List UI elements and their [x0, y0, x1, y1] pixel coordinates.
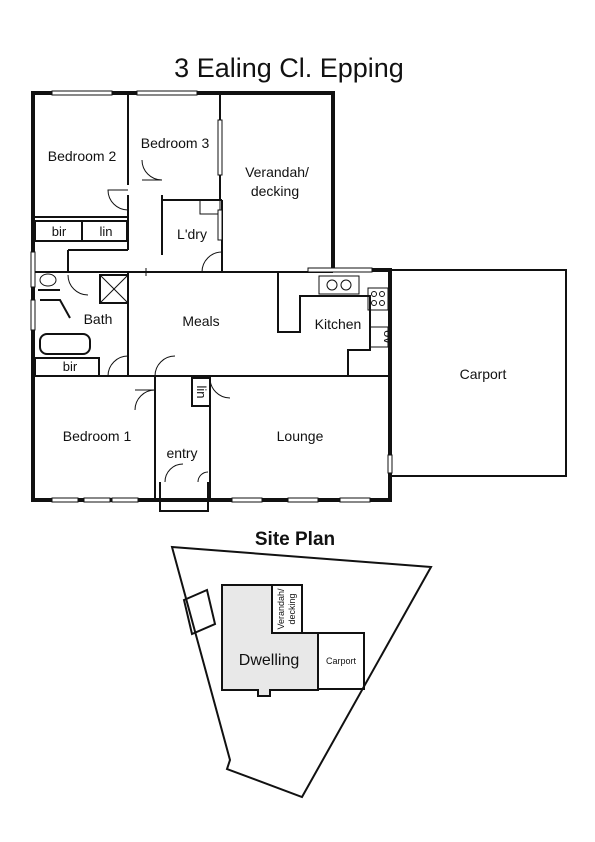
room-label-bir-bottom: bir	[63, 359, 78, 374]
room-label-oven: ov	[381, 330, 396, 344]
site-label-dwelling: Dwelling	[239, 652, 299, 669]
site-lot-boundary	[170, 545, 433, 799]
room-label-bedroom3: Bedroom 3	[141, 135, 210, 151]
site-plan-title: Site Plan	[255, 529, 335, 550]
room-label-kitchen: Kitchen	[315, 316, 362, 332]
hallway-arrow	[145, 268, 162, 276]
room-label-entry: entry	[166, 445, 197, 461]
room-label-bedroom1: Bedroom 1	[63, 428, 132, 444]
site-label-decking: decking	[287, 593, 297, 624]
room-label-carport: Carport	[460, 366, 507, 382]
room-label-verandah: Verandah/	[245, 164, 309, 180]
site-carport	[317, 632, 365, 690]
room-label-lin-bottom: lin	[194, 385, 209, 398]
door-swings	[67, 159, 231, 483]
site-plan: Site Plan Dwelling Carport Verandah/ dec…	[170, 529, 433, 799]
interior-walls	[34, 93, 390, 500]
site-label-carport: Carport	[326, 656, 357, 666]
site-shed	[182, 588, 217, 636]
room-label-meals: Meals	[182, 313, 219, 329]
page-title: 3 Ealing Cl. Epping	[174, 53, 404, 83]
front-porch	[159, 482, 209, 512]
room-label-bedroom2: Bedroom 2	[48, 148, 117, 164]
carport-outline	[389, 269, 567, 477]
room-label-lin-top: lin	[99, 224, 112, 239]
site-label-verandah: Verandah/	[276, 588, 286, 630]
floor-plan: Bedroom 2 Bedroom 3 Verandah/ decking L'…	[30, 90, 567, 512]
site-dwelling	[221, 584, 319, 697]
room-label-decking: decking	[251, 183, 299, 199]
room-label-laundry: L'dry	[177, 226, 207, 242]
windows	[30, 90, 393, 503]
site-verandah	[271, 584, 303, 634]
room-label-lounge: Lounge	[277, 428, 324, 444]
room-label-bir-top: bir	[52, 224, 67, 239]
room-label-bath: Bath	[84, 311, 113, 327]
